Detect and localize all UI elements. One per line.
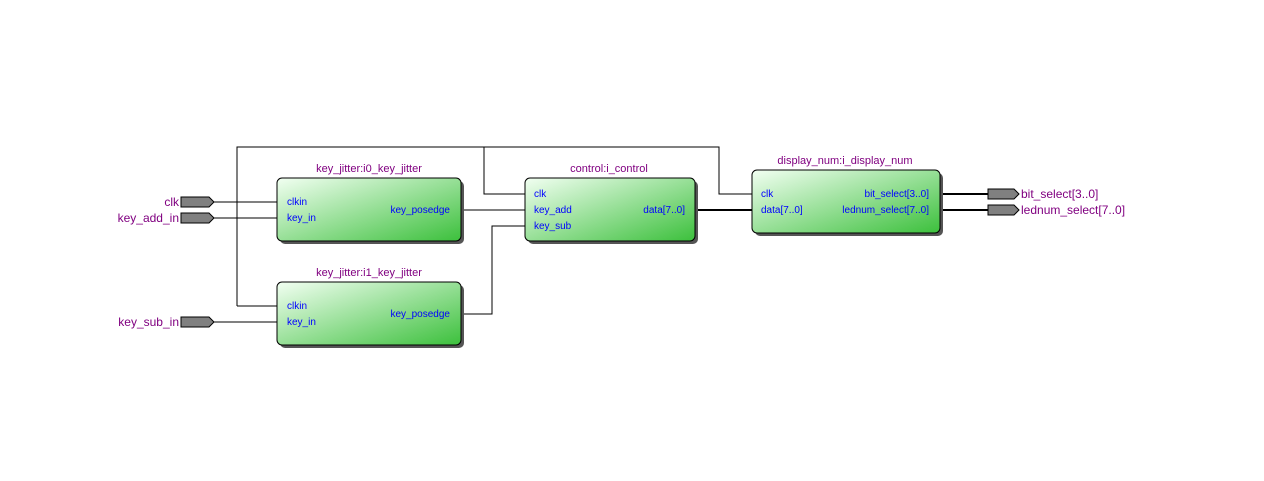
- port-control-clk: clk: [534, 189, 547, 200]
- block-key-jitter-i0-title: key_jitter:i0_key_jitter: [316, 163, 422, 175]
- wire-clk-vertical: [236, 146, 752, 306]
- block-display-num-title: display_num:i_display_num: [777, 155, 912, 167]
- input-pin-key-sub-in-label: key_sub_in: [118, 315, 179, 329]
- block-key-jitter-i1[interactable]: key_jitter:i1_key_jitter clkin key_in ke…: [276, 267, 464, 348]
- output-pin-bit-select-label: bit_select[3..0]: [1021, 187, 1098, 201]
- block-control-body: [524, 177, 696, 242]
- port-display-lednum-select: lednum_select[7..0]: [842, 205, 929, 216]
- port-i1-clkin: clkin: [287, 301, 307, 312]
- port-i1-key-posedge: key_posedge: [391, 309, 451, 320]
- input-pin-clk-label: clk: [164, 195, 180, 209]
- input-pin-key-add-in-icon: [180, 212, 215, 224]
- output-pin-lednum-select[interactable]: lednum_select[7..0]: [987, 203, 1125, 217]
- port-control-key-add: key_add: [534, 205, 572, 216]
- wires: [214, 146, 988, 323]
- block-key-jitter-i1-title: key_jitter:i1_key_jitter: [316, 267, 422, 279]
- input-pin-key-add-in[interactable]: key_add_in: [118, 211, 215, 225]
- port-i1-key-in: key_in: [287, 317, 316, 328]
- block-display-num[interactable]: display_num:i_display_num clk data[7..0]…: [751, 155, 943, 236]
- output-pin-lednum-select-label: lednum_select[7..0]: [1021, 203, 1125, 217]
- wire-clk-to-control: [483, 147, 525, 195]
- output-pin-bit-select-icon: [987, 188, 1020, 200]
- input-pin-clk[interactable]: clk: [164, 195, 215, 209]
- block-control-title: control:i_control: [570, 163, 648, 175]
- output-pin-bit-select[interactable]: bit_select[3..0]: [987, 187, 1098, 201]
- port-display-bit-select: bit_select[3..0]: [865, 189, 930, 200]
- block-control[interactable]: control:i_control clk key_add key_sub da…: [524, 163, 698, 244]
- port-control-key-sub: key_sub: [534, 221, 572, 232]
- input-pin-key-sub-in[interactable]: key_sub_in: [118, 315, 215, 329]
- output-pin-lednum-select-icon: [987, 204, 1020, 216]
- wire-i1-to-key-sub: [461, 225, 525, 315]
- port-control-data: data[7..0]: [643, 205, 685, 216]
- port-display-clk: clk: [761, 189, 774, 200]
- port-i0-key-posedge: key_posedge: [391, 205, 451, 216]
- port-i0-clkin: clkin: [287, 197, 307, 208]
- port-i0-key-in: key_in: [287, 213, 316, 224]
- input-pin-key-sub-in-icon: [180, 316, 215, 328]
- port-display-data: data[7..0]: [761, 205, 803, 216]
- input-pin-clk-icon: [180, 196, 215, 208]
- block-display-num-body: [751, 169, 941, 234]
- input-pin-key-add-in-label: key_add_in: [118, 211, 179, 225]
- block-key-jitter-i1-body: [276, 281, 462, 346]
- block-key-jitter-i0-body: [276, 177, 462, 242]
- block-key-jitter-i0[interactable]: key_jitter:i0_key_jitter clkin key_in ke…: [276, 163, 464, 244]
